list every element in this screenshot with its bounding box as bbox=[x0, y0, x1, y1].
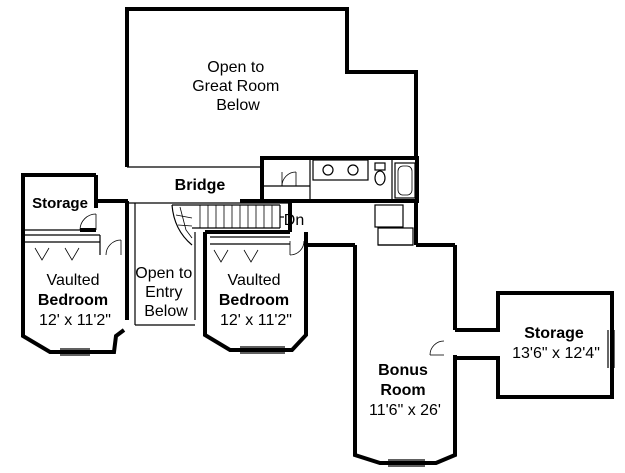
stairs-down-label: Dn bbox=[284, 212, 304, 229]
right-bedroom-walls bbox=[203, 203, 355, 354]
left-wing-walls bbox=[21, 173, 126, 356]
right-storage-walls bbox=[455, 291, 615, 399]
bridge-label: Bridge bbox=[175, 177, 226, 194]
storage-small-label: Storage bbox=[32, 195, 88, 212]
right-bedroom-label: Vaulted Bedroom 12' x 11'2" bbox=[219, 272, 293, 329]
open-great-room-label: Open to Great Room Below bbox=[192, 59, 284, 114]
bonus-room-walls bbox=[353, 201, 457, 467]
staircase bbox=[171, 204, 284, 246]
left-bedroom-label: Vaulted Bedroom 12' x 11'2" bbox=[38, 272, 112, 329]
bonus-room-label: Bonus Room 11'6" x 26' bbox=[369, 362, 441, 419]
open-entry-label: Open to Entry Below bbox=[135, 265, 196, 320]
bridge-hall-walls bbox=[260, 156, 419, 203]
bridge-corridor bbox=[96, 199, 290, 326]
open-great-room-area bbox=[125, 7, 418, 168]
storage-right-label: Storage 13'6" x 12'4" bbox=[512, 325, 600, 362]
